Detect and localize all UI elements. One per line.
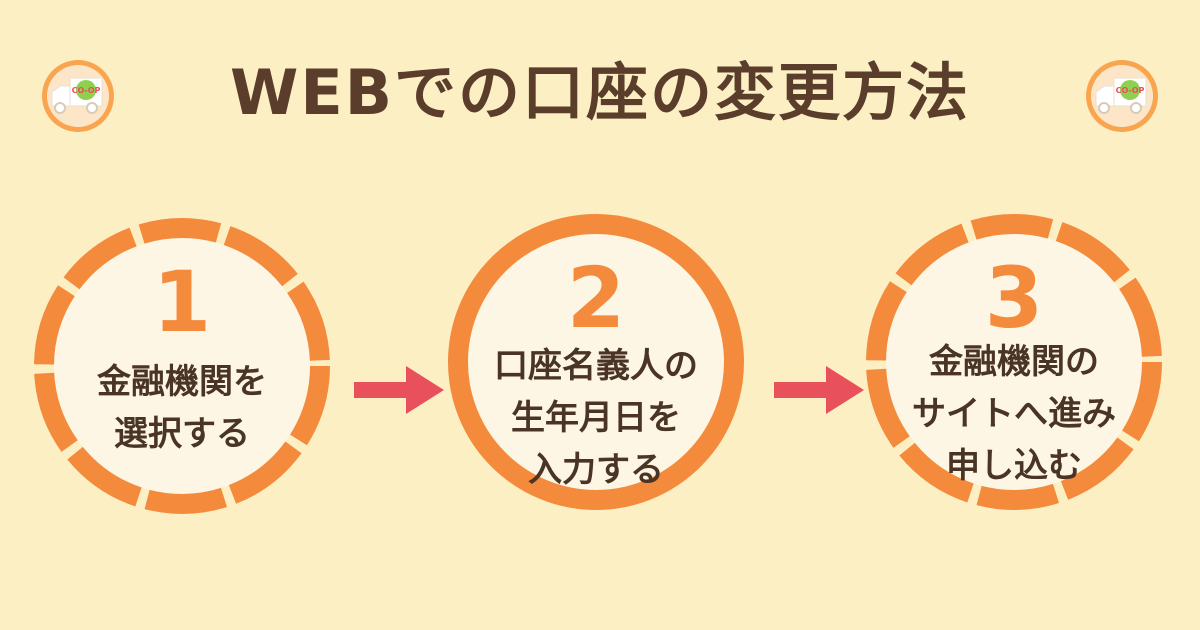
coop-truck-badge-left: CO-OP (42, 60, 114, 132)
step-text-line: 金融機関を (97, 362, 267, 402)
step-ring (866, 214, 1162, 510)
coop-truck-badge-right: CO-OP (1086, 60, 1158, 132)
step-description: 金融機関の サイトへ進み 申し込む (884, 336, 1144, 492)
step-number: 2 (566, 249, 626, 347)
step-number: 1 (152, 253, 212, 351)
step-text-line: 生年月日を (511, 398, 681, 438)
page-title: WEBでの口座の変更方法 (230, 56, 970, 129)
step-text-line: 口座名義人の (494, 346, 698, 386)
step-text-line: 申し込む (946, 446, 1082, 486)
step-text-line: 入力する (528, 450, 664, 490)
step-description: 口座名義人の 生年月日を 入力する (466, 340, 726, 496)
badge-text: CO-OP (1116, 86, 1145, 95)
badge-text: CO-OP (72, 86, 101, 95)
step-ring (34, 218, 330, 514)
step-2: 2 口座名義人の 生年月日を 入力する (446, 212, 746, 512)
step-text-line: 選択する (114, 414, 250, 454)
header: CO-OP WEBでの口座の変更方法 CO-OP (0, 38, 1200, 148)
step-ring (448, 214, 744, 510)
step-3: 3 金融機関の サイトへ進み 申し込む (864, 212, 1164, 512)
delivery-truck-icon (51, 77, 103, 114)
step-description: 金融機関を 選択する (52, 356, 312, 460)
step-1: 1 金融機関を 選択する (32, 216, 332, 516)
step-number: 3 (984, 249, 1044, 347)
arrow-right-icon (774, 366, 864, 414)
step-text-line: サイトへ進み (912, 394, 1116, 434)
arrow-right-icon (354, 366, 444, 414)
step-text-line: 金融機関の (929, 342, 1099, 382)
delivery-truck-icon (1095, 77, 1147, 114)
